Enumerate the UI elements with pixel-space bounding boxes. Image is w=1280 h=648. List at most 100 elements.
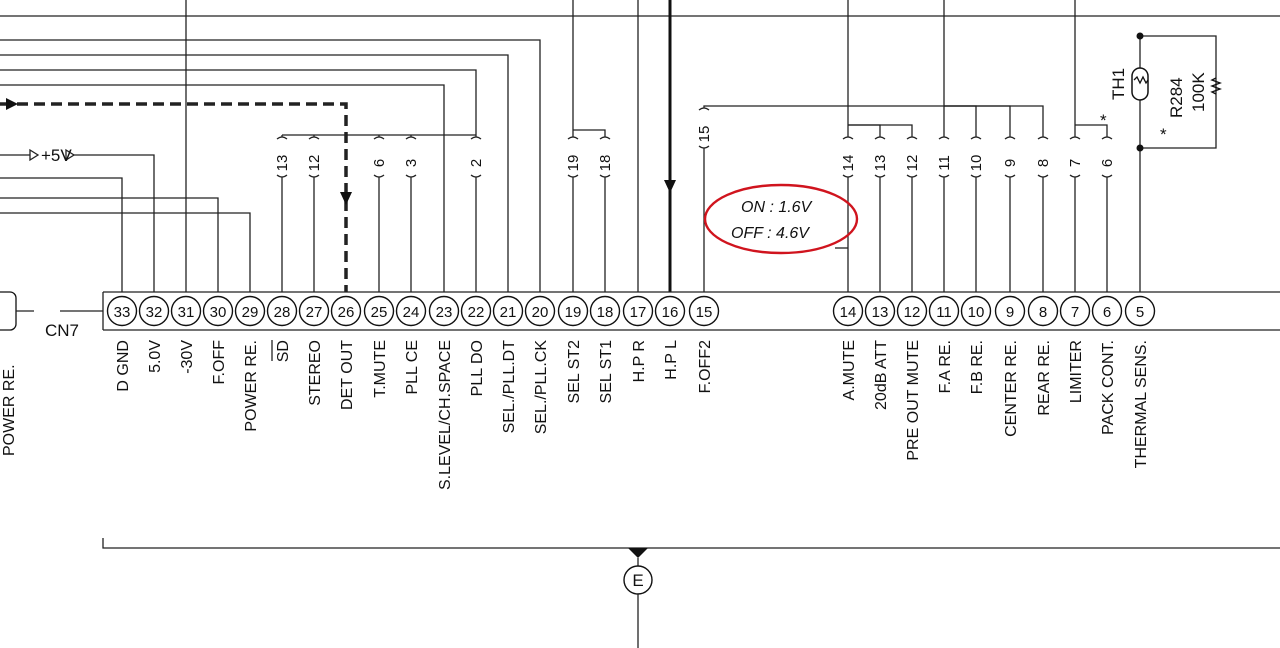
bracket-mark [698, 145, 710, 149]
pin-label: SEL ST1 [598, 340, 615, 404]
wire-number: 11 [936, 155, 953, 171]
pin-label: STEREO [307, 340, 324, 406]
bracket-mark [1069, 136, 1081, 140]
pin-label: S.LEVEL/CH.SPACE [437, 340, 454, 490]
bracket-mark [373, 174, 385, 178]
pin-label: F.A RE. [937, 340, 954, 393]
wire-number: 7 [1067, 159, 1084, 167]
pin-number: 23 [436, 304, 453, 321]
arrow-down-icon [340, 192, 352, 205]
pin-circle [266, 295, 298, 327]
bracket-mark [1101, 136, 1113, 140]
adjacent-connector-end [0, 291, 17, 331]
ground-symbol-label: E [632, 571, 643, 590]
wire-break [372, 137, 386, 177]
wire-number: 10 [968, 155, 985, 172]
pin-label: CENTER RE. [1003, 340, 1020, 437]
bracket-mark [308, 136, 320, 140]
pin-circle [688, 295, 720, 327]
wire-break [905, 137, 919, 177]
pin-circle [460, 295, 492, 327]
bracket-mark [1101, 174, 1113, 178]
pin-number: 5 [1136, 304, 1144, 321]
pin-circle [234, 295, 266, 327]
wire-number: 9 [1002, 159, 1019, 167]
bracket-mark [698, 107, 710, 111]
pin-number: 16 [662, 304, 679, 321]
pin-circle [524, 295, 556, 327]
pin-label: F.OFF2 [697, 340, 714, 393]
pin-number: 26 [338, 304, 355, 321]
pin-circle [1124, 295, 1156, 327]
wire-break [873, 137, 887, 177]
pin-circle [106, 295, 138, 327]
annotation-circle [703, 183, 859, 255]
pin-number: 21 [500, 304, 517, 321]
pin-number: 6 [1103, 304, 1111, 321]
pin-circle [654, 295, 686, 327]
pin-circle [202, 295, 234, 327]
pin-circle [298, 295, 330, 327]
pin-number: 19 [565, 304, 582, 321]
wire-break [841, 137, 855, 177]
pin-label: PLL DO [469, 340, 486, 396]
bracket-mark [874, 174, 886, 178]
thermistor-symbol [1131, 67, 1149, 101]
pin-circle [864, 295, 896, 327]
wire-number: 3 [403, 159, 420, 167]
bracket-mark [405, 136, 417, 140]
pin-label: LIMITER [1068, 340, 1085, 403]
bracket-mark [938, 174, 950, 178]
bracket-mark [970, 174, 982, 178]
wire-number: 14 [840, 155, 857, 172]
wire-break [937, 137, 951, 177]
bracket-mark [567, 174, 579, 178]
pin-number: 17 [630, 304, 647, 321]
pin-number: 15 [696, 304, 713, 321]
pin-circle [557, 295, 589, 327]
arrow-down-icon [664, 180, 676, 193]
pin-number: 27 [306, 304, 323, 321]
connector-name: CN7 [45, 321, 79, 340]
bracket-mark [373, 136, 385, 140]
wire-break [697, 108, 711, 148]
thermistor-label: TH1 [1109, 68, 1128, 100]
pin-label: PLL CE [404, 340, 421, 395]
pin-label: H.P L [663, 340, 680, 380]
asterisk-mark: * [1160, 125, 1167, 144]
pin-number: 7 [1071, 304, 1079, 321]
annotation-on-text: ON : 1.6V [741, 199, 813, 216]
pin-circle [622, 295, 654, 327]
pin-circle [138, 295, 170, 327]
asterisk-mark: * [1100, 111, 1107, 130]
pin-circle [994, 295, 1026, 327]
bracket-mark [1004, 174, 1016, 178]
pin-label: SEL./PLL.DT [501, 340, 518, 434]
pin-number: 28 [274, 304, 291, 321]
wire-break [275, 137, 289, 177]
pin-label: F.B RE. [969, 340, 986, 394]
pin-label: A.MUTE [841, 340, 858, 400]
pin-label: SEL./PLL.CK [533, 340, 550, 435]
pin-number: 32 [146, 304, 163, 321]
voltage-annotation: ON : 1.6V OFF : 4.6V [703, 183, 859, 255]
pin-number: 8 [1039, 304, 1047, 321]
wire-number: 13 [872, 155, 889, 172]
pin-circle [589, 295, 621, 327]
bracket-mark [906, 174, 918, 178]
pin-label: PACK CONT. [1100, 340, 1117, 435]
pin-label: DET OUT [339, 340, 356, 410]
bracket-mark [842, 136, 854, 140]
bracket-mark [906, 136, 918, 140]
pin-circle [1027, 295, 1059, 327]
wire-number: 15 [696, 126, 713, 143]
bracket-mark [1037, 174, 1049, 178]
pin-number: 9 [1006, 304, 1014, 321]
pin-circle [1059, 295, 1091, 327]
pin-number: 14 [840, 304, 857, 321]
pin-label: THERMAL SENS. [1133, 340, 1150, 468]
pin-number: 24 [403, 304, 420, 321]
pin-label: PRE OUT MUTE [905, 340, 922, 461]
